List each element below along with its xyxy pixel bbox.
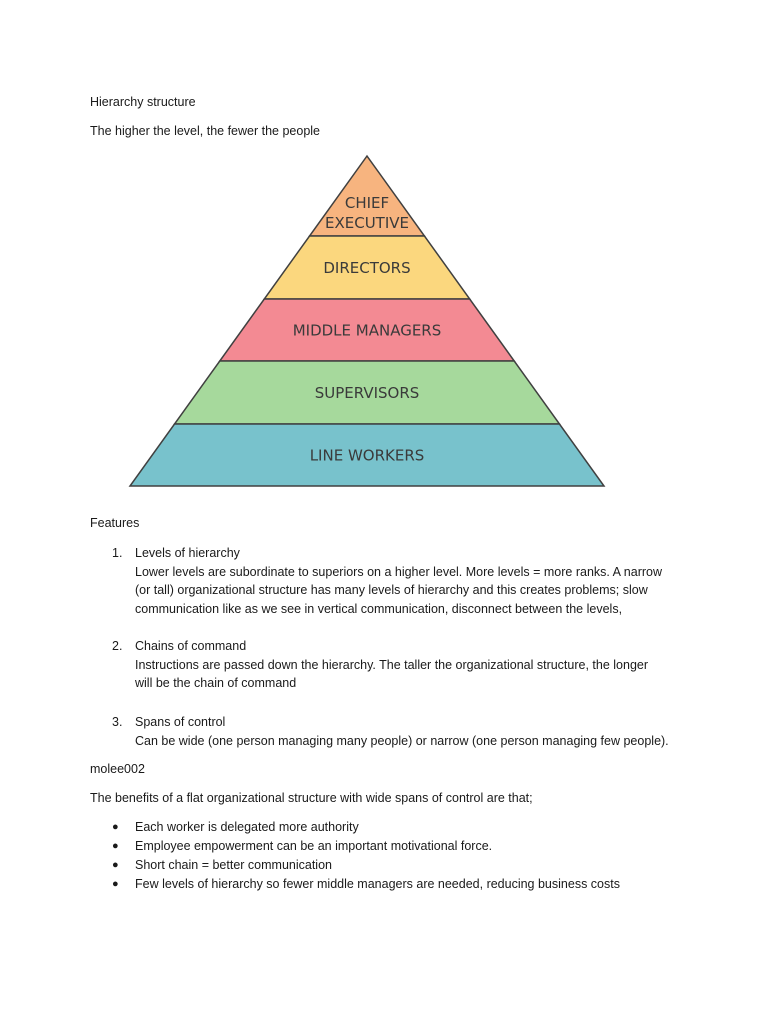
feature-title-2: Chains of command — [135, 639, 247, 653]
feature-number-3: 3. — [112, 715, 123, 729]
feature-number-2: 2. — [112, 639, 123, 653]
bullet-icon: ● — [112, 840, 119, 852]
feature-body-2-line-2: will be the chain of command — [135, 676, 297, 690]
doc-subtitle: The higher the level, the fewer the peop… — [90, 124, 321, 138]
doc-title: Hierarchy structure — [90, 95, 196, 109]
feature-number-1: 1. — [112, 546, 123, 560]
feature-item-3: Spans of control Can be wide (one person… — [135, 713, 695, 750]
author-name: molee002 — [90, 762, 145, 776]
feature-body-1-line-3: communication like as we see in vertical… — [135, 601, 623, 616]
benefit-item-3: Short chain = better communication — [135, 858, 332, 872]
benefit-item-2: Employee empowerment can be an important… — [135, 839, 493, 853]
pyramid-layer-3-label: MIDDLE MANAGERS — [293, 322, 442, 340]
hierarchy-pyramid: CHIEF EXECUTIVE DIRECTORS MIDDLE MANAGERS SU… — [128, 154, 606, 487]
bullet-icon: ● — [112, 878, 119, 890]
feature-body-1-line-1: Lower levels are subordinate to superior… — [135, 564, 663, 579]
feature-body-1-line-2: (or tall) organizational structure has m… — [135, 583, 648, 597]
benefit-item-4: Few levels of hierarchy so fewer middle … — [135, 877, 620, 891]
benefits-intro: The benefits of a flat organizational st… — [90, 791, 533, 805]
pyramid-layer-2-label: DIRECTORS — [323, 259, 410, 277]
feature-item-2: Chains of command Instructions are passe… — [135, 637, 695, 693]
pyramid-layer-5 — [128, 423, 606, 487]
bullet-icon: ● — [112, 859, 119, 871]
pyramid-layer-1-label: CHIEF — [345, 194, 389, 212]
benefit-item-1: Each worker is delegated more authority — [135, 820, 359, 834]
feature-body-3-line-1: Can be wide (one person managing many pe… — [135, 733, 669, 748]
feature-item-1: Levels of hierarchy Lower levels are sub… — [135, 544, 695, 618]
feature-title-1: Levels of hierarchy — [135, 546, 240, 560]
feature-body-2-line-1: Instructions are passed down the hierarc… — [135, 657, 649, 672]
pyramid-layer-4-label: SUPERVISORS — [315, 384, 420, 402]
features-heading: Features — [90, 516, 140, 530]
pyramid-layer-1-label: EXECUTIVE — [325, 214, 409, 232]
feature-title-3: Spans of control — [135, 715, 226, 729]
bullet-icon: ● — [112, 821, 119, 833]
pyramid-layer-5-label: LINE WORKERS — [310, 447, 425, 465]
